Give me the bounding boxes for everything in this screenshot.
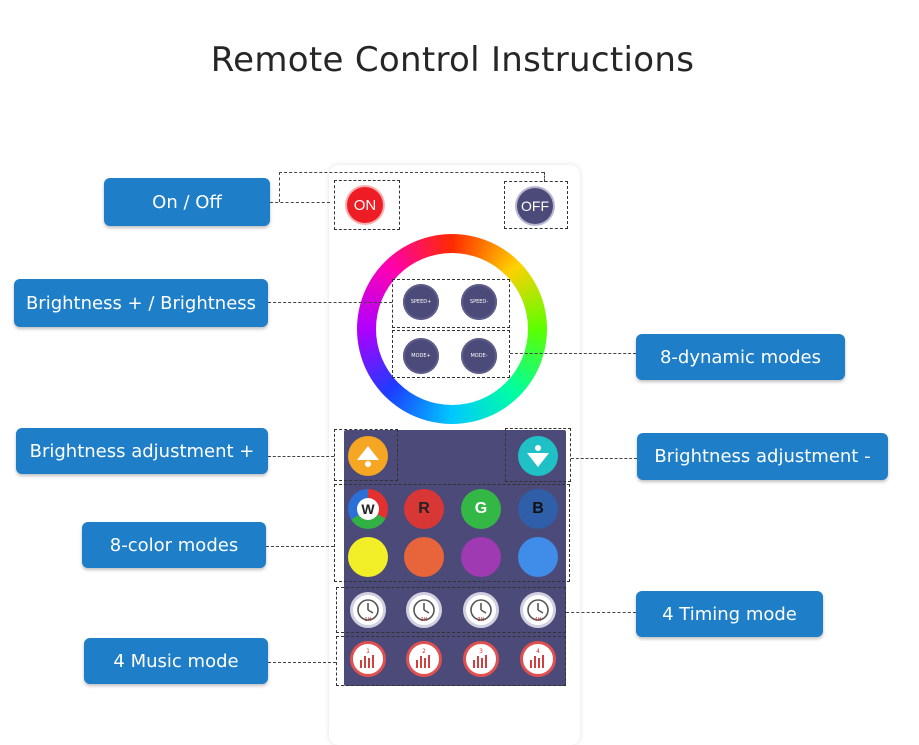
off-button[interactable]: OFF xyxy=(517,188,553,224)
mode-highlight-box xyxy=(392,330,510,378)
label-brightness-minus-text: Brightness adjustment - xyxy=(654,446,871,467)
brightness-up-highlight-box xyxy=(334,429,398,481)
mode-plus-label: MODE+ xyxy=(411,353,431,359)
label-timing-mode-text: 4 Timing mode xyxy=(662,603,797,625)
label-color-modes-text: 8-color modes xyxy=(109,534,239,556)
timer-1h-button[interactable]: 1H xyxy=(350,592,386,628)
arrow-down-icon xyxy=(527,445,549,467)
on-highlight-box xyxy=(334,180,400,230)
music-bars-icon: 3 xyxy=(473,648,487,668)
label-music-mode-text: 4 Music mode xyxy=(113,650,239,672)
label-on-off: On / Off xyxy=(104,178,270,226)
speed-plus-button[interactable]: SPEED+ xyxy=(403,284,439,320)
timing-connector xyxy=(566,612,636,613)
music-bars-icon: 2 xyxy=(416,648,430,668)
label-brightness-minus: Brightness adjustment - xyxy=(637,433,888,480)
music-1-label: 1 xyxy=(366,648,370,655)
label-timing-mode: 4 Timing mode xyxy=(636,591,823,637)
timer-1h-label: 1H xyxy=(365,617,372,623)
mode-minus-button[interactable]: MODE- xyxy=(461,338,497,374)
music-highlight-box xyxy=(336,636,566,686)
white-button-label: W xyxy=(357,498,379,520)
dynamic-modes-connector xyxy=(510,353,636,354)
timer-icon: 4H xyxy=(527,599,549,623)
label-dynamic-modes: 8-dynamic modes xyxy=(636,334,845,380)
brightness-plus-connector xyxy=(268,456,334,457)
green-button[interactable]: G xyxy=(461,489,501,529)
timing-highlight-box xyxy=(336,587,566,633)
red-button[interactable]: R xyxy=(404,489,444,529)
timer-4h-label: 4H xyxy=(535,617,542,623)
label-brightness-text: Brightness + / Brightness xyxy=(25,292,257,314)
timer-icon: 1H xyxy=(357,599,379,623)
arrow-up-icon xyxy=(357,446,379,467)
music-bars-icon: 4 xyxy=(530,648,544,668)
timer-icon: 2H xyxy=(413,599,435,623)
music-4-button[interactable]: 4 xyxy=(520,641,556,677)
page-title: Remote Control Instructions xyxy=(210,40,695,80)
music-4-label: 4 xyxy=(536,648,540,655)
light-blue-button[interactable] xyxy=(518,537,558,577)
timer-4h-button[interactable]: 4H xyxy=(520,592,556,628)
off-button-label: OFF xyxy=(521,198,549,214)
music-1-button[interactable]: 1 xyxy=(350,641,386,677)
mode-plus-button[interactable]: MODE+ xyxy=(403,338,439,374)
white-button[interactable]: W xyxy=(348,489,388,529)
blue-button-label: B xyxy=(532,500,544,517)
label-dynamic-modes-text: 8-dynamic modes xyxy=(659,346,822,368)
brightness-up-button[interactable] xyxy=(348,436,388,476)
timer-2h-button[interactable]: 2H xyxy=(406,592,442,628)
brightness-minus-connector xyxy=(571,458,637,459)
music-bars-icon: 1 xyxy=(360,648,374,668)
music-3-button[interactable]: 3 xyxy=(463,641,499,677)
mode-minus-label: MODE- xyxy=(470,353,488,359)
label-music-mode: 4 Music mode xyxy=(84,638,268,684)
green-button-label: G xyxy=(474,500,488,517)
on-off-connector-left xyxy=(279,172,280,202)
label-brightness-plus: Brightness adjustment + xyxy=(16,428,268,474)
color-modes-highlight-box xyxy=(334,484,570,582)
speed-minus-label: SPEED- xyxy=(469,299,489,305)
music-2-label: 2 xyxy=(422,648,426,655)
color-modes-connector xyxy=(266,546,334,547)
music-2-button[interactable]: 2 xyxy=(406,641,442,677)
speed-minus-button[interactable]: SPEED- xyxy=(461,284,497,320)
on-button-label: ON xyxy=(353,196,377,214)
timer-3h-label: 3H xyxy=(478,617,485,623)
timer-3h-button[interactable]: 3H xyxy=(463,592,499,628)
red-button-label: R xyxy=(418,500,430,517)
purple-button[interactable] xyxy=(461,537,501,577)
on-off-connector-top xyxy=(279,172,544,173)
label-brightness: Brightness + / Brightness xyxy=(14,279,268,327)
brightness-connector xyxy=(268,302,392,303)
on-off-connector-stub xyxy=(270,202,330,203)
blue-button[interactable]: B xyxy=(518,489,558,529)
orange-button[interactable] xyxy=(404,537,444,577)
label-brightness-plus-text: Brightness adjustment + xyxy=(29,440,255,462)
color-wheel-center xyxy=(376,253,528,405)
on-button[interactable]: ON xyxy=(347,187,383,223)
music-3-label: 3 xyxy=(479,648,483,655)
brightness-down-button[interactable] xyxy=(518,436,558,476)
yellow-button[interactable] xyxy=(348,537,388,577)
timer-icon: 3H xyxy=(470,599,492,623)
off-highlight-box xyxy=(504,181,568,229)
brightness-down-highlight-box xyxy=(505,428,571,482)
speed-plus-label: SPEED+ xyxy=(410,299,432,305)
on-off-connector-right xyxy=(544,172,545,182)
label-color-modes: 8-color modes xyxy=(82,522,266,568)
label-on-off-text: On / Off xyxy=(152,191,222,213)
timer-2h-label: 2H xyxy=(421,617,428,623)
music-connector xyxy=(268,662,336,663)
speed-highlight-box xyxy=(392,279,510,328)
